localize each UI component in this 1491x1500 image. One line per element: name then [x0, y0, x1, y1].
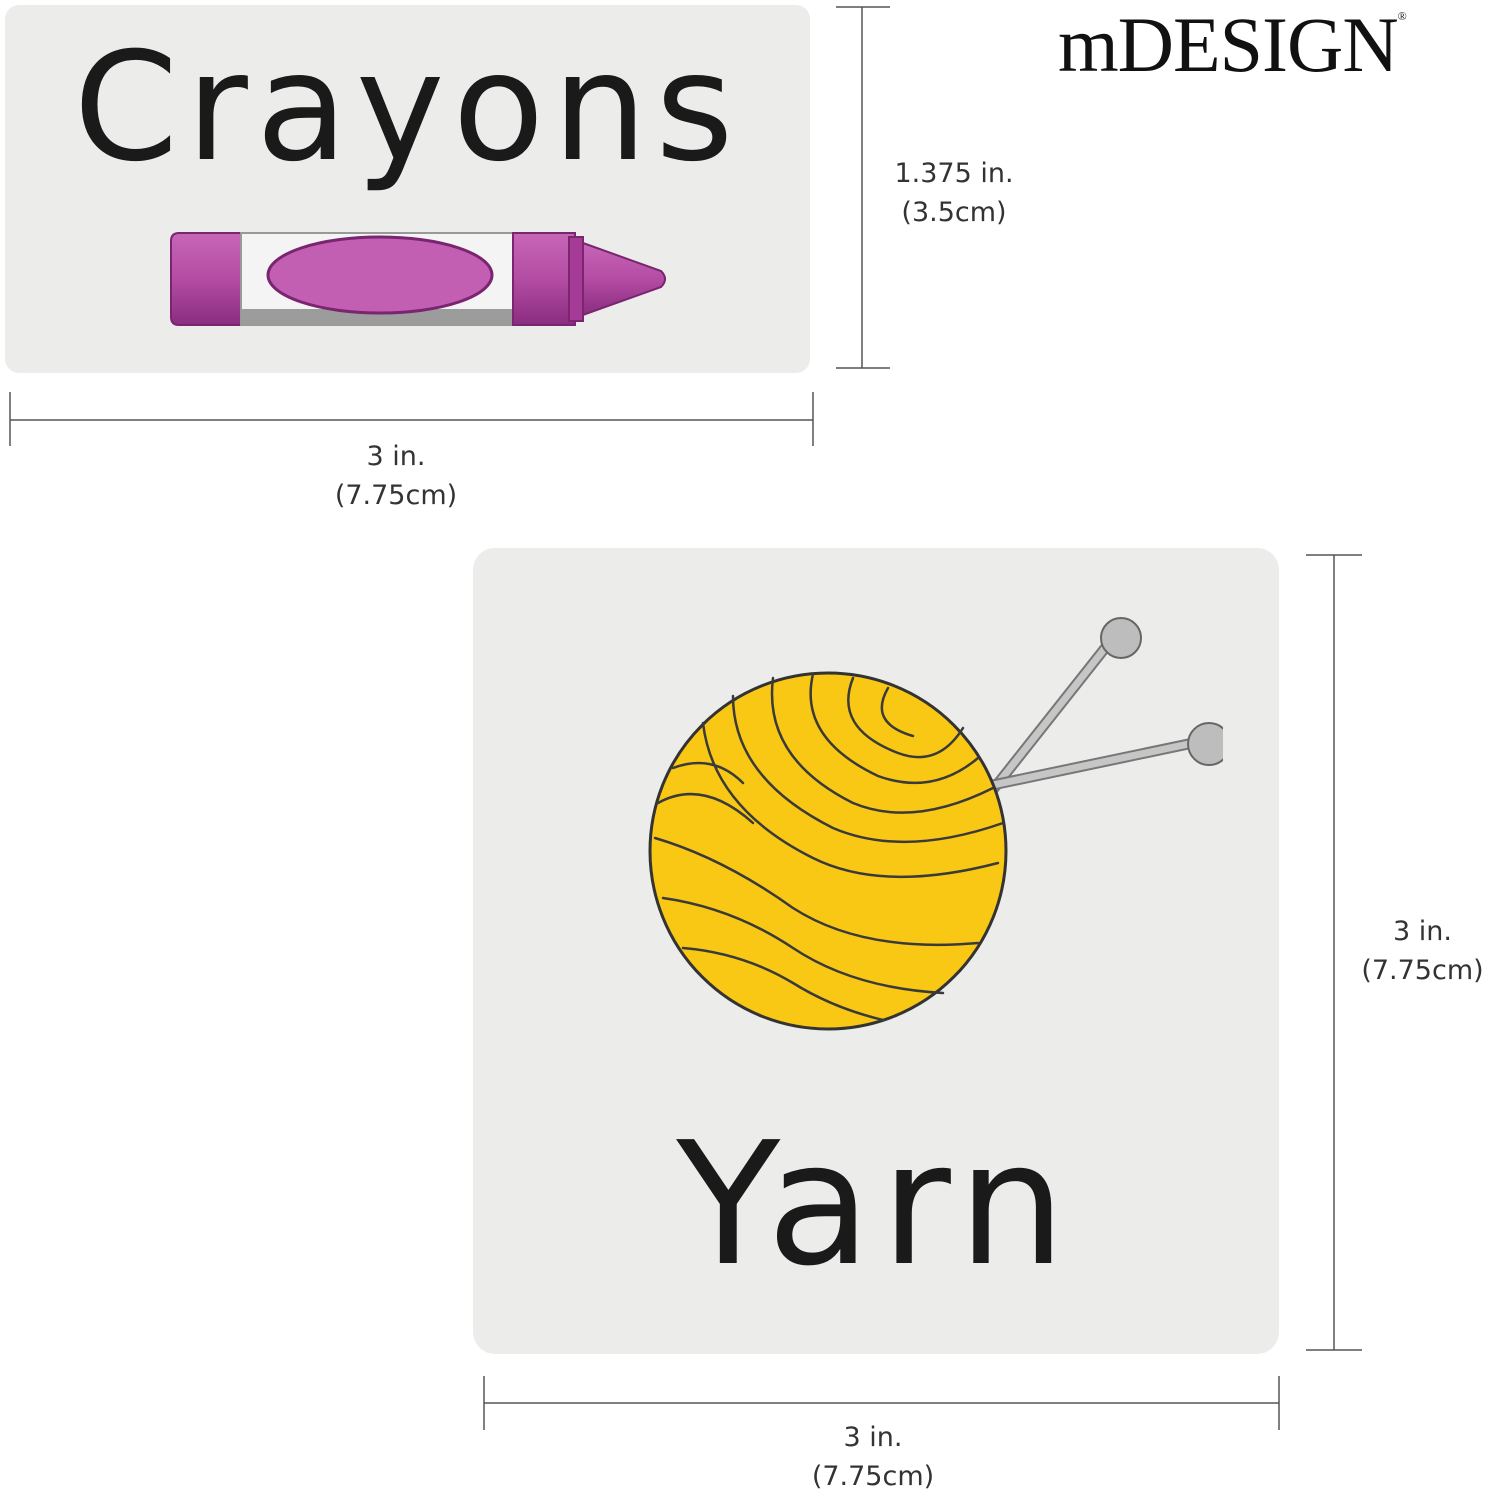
crayons-height-cm: (3.5cm): [901, 197, 1007, 228]
yarn-width-cm: (7.75cm): [811, 1461, 935, 1492]
yarn-height-dimension: 3 in. (7.75cm): [1340, 912, 1491, 990]
yarn-height-cm: (7.75cm): [1361, 955, 1484, 986]
crayons-width-dimension: 3 in. (7.75cm): [296, 437, 496, 515]
crayons-width-inches: 3 in.: [366, 441, 426, 472]
brand-logo: mDESIGN®: [1058, 6, 1407, 84]
crayons-label-card: Crayons: [5, 5, 810, 373]
crayons-width-cm: (7.75cm): [334, 480, 458, 511]
registered-mark: ®: [1397, 9, 1407, 23]
yarn-height-inches: 3 in.: [1393, 916, 1452, 947]
yarn-width-inches: 3 in.: [843, 1422, 903, 1453]
yarn-label-text: Yarn: [676, 1106, 1076, 1304]
crayons-height-dimension: 1.375 in. (3.5cm): [856, 154, 1052, 232]
yarn-ball-icon: [648, 617, 1223, 1031]
crayon-icon: [170, 232, 666, 326]
yarn-width-dimension: 3 in. (7.75cm): [773, 1418, 973, 1496]
crayons-height-inches: 1.375 in.: [894, 158, 1014, 189]
crayons-label-text: Crayons: [73, 21, 742, 195]
brand-name: mDESIGN: [1058, 1, 1399, 88]
yarn-label-card: Yarn: [473, 548, 1279, 1354]
knitting-needles-icon: [982, 617, 1223, 802]
